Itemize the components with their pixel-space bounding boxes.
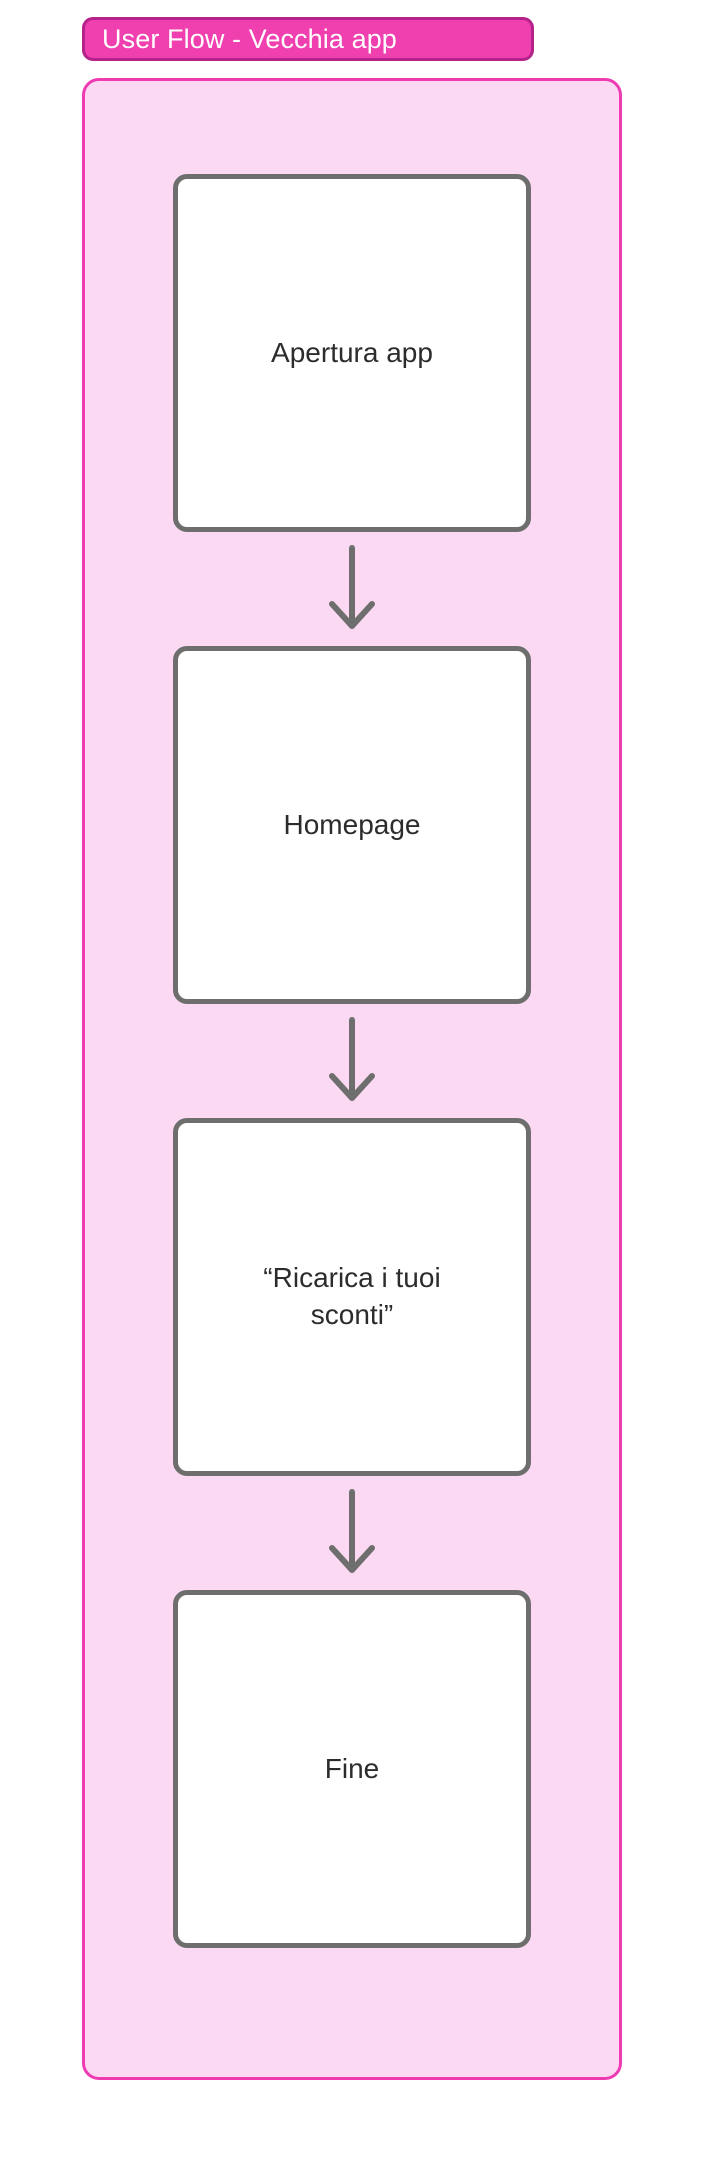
flow-arrow-down-icon <box>329 1489 375 1573</box>
flow-node-label: Homepage <box>283 808 421 840</box>
flow-title-badge[interactable]: User Flow - Vecchia app <box>82 17 534 61</box>
flow-node-label: Fine <box>324 1752 380 1784</box>
flow-column: Apertura app Homepage “Ricarica i tuoi s… <box>85 81 619 2077</box>
flow-node-fine[interactable]: Fine <box>173 1590 531 1948</box>
flow-arrow-down-icon <box>329 1017 375 1101</box>
flow-node-label: “Ricarica i tuoi sconti” <box>263 1262 441 1330</box>
flow-arrow-down-icon <box>329 545 375 629</box>
flow-node-homepage[interactable]: Homepage <box>173 646 531 1004</box>
flow-node-ricarica-sconti[interactable]: “Ricarica i tuoi sconti” <box>173 1118 531 1476</box>
user-flow-frame: Apertura app Homepage “Ricarica i tuoi s… <box>82 78 622 2080</box>
flow-title-label: User Flow - Vecchia app <box>102 23 397 54</box>
flow-node-label: Apertura app <box>271 336 433 368</box>
flow-node-apertura-app[interactable]: Apertura app <box>173 174 531 532</box>
